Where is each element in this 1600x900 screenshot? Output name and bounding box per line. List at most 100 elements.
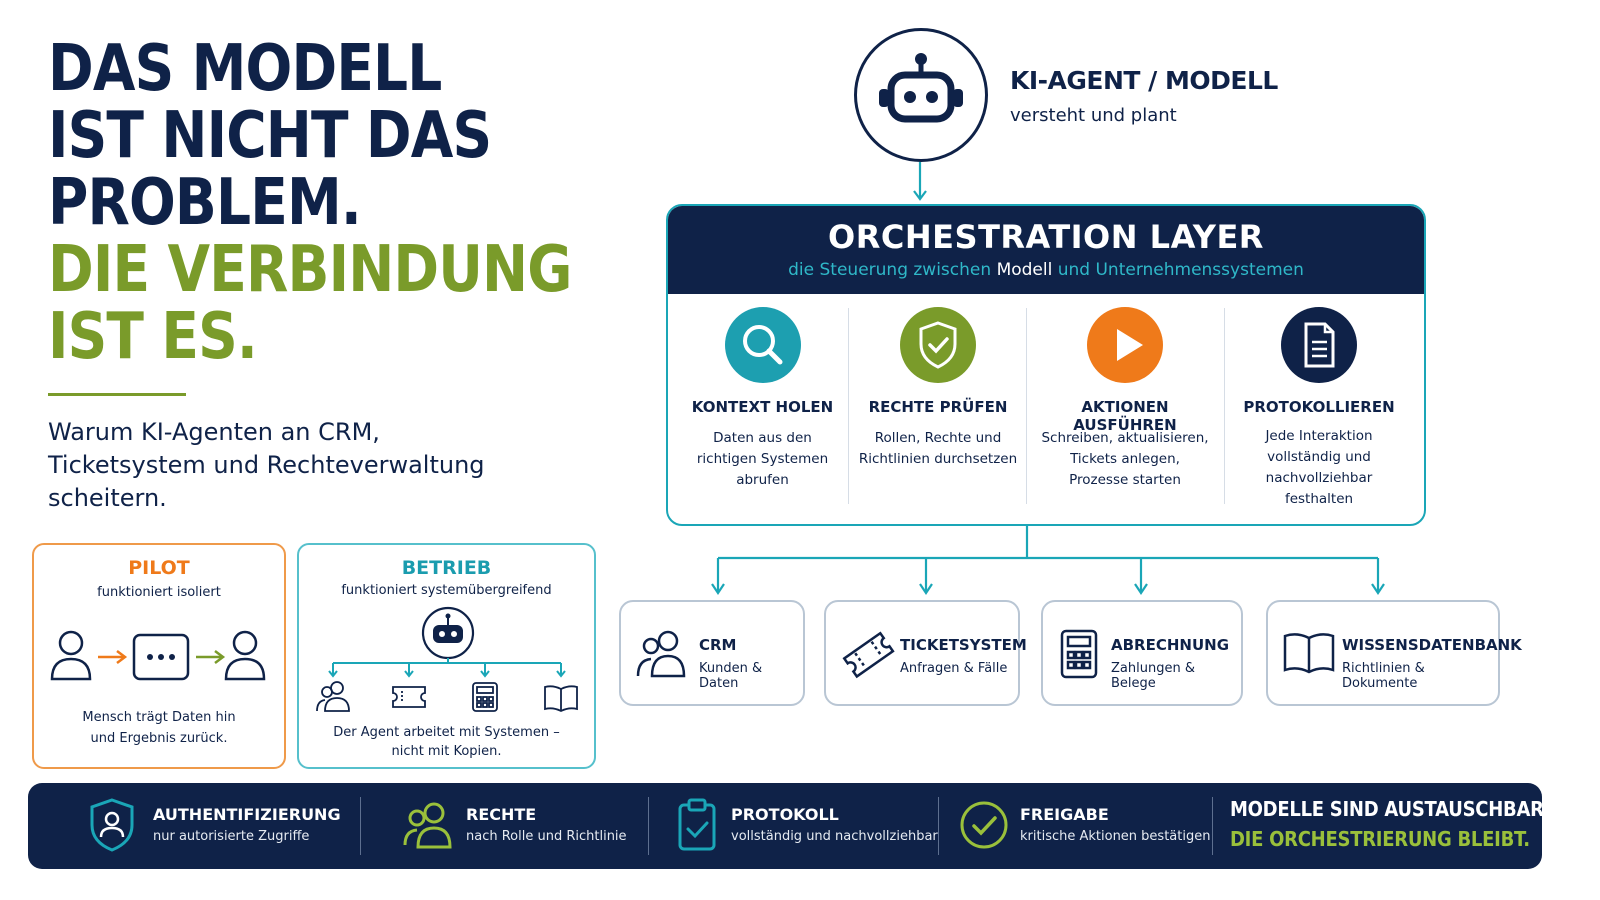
- step-divider: [1026, 308, 1027, 504]
- calculator-icon: [472, 682, 498, 712]
- clipboard-check-icon: [678, 798, 716, 851]
- orchestration-subtitle-part-2: und Unternehmenssystemen: [1052, 260, 1304, 280]
- ticket-icon: [392, 686, 426, 708]
- step-desc-line: Jede Interaktion: [1265, 428, 1373, 444]
- headline-line-5: IST ES.: [48, 300, 258, 374]
- document-icon: [1281, 307, 1357, 383]
- betrieb-footer-1: Der Agent arbeitet mit Systemen –: [333, 725, 560, 740]
- agent-title: KI-AGENT / MODELL: [1010, 66, 1278, 95]
- pilot-flow-diagram: [50, 630, 266, 681]
- step-protokollieren: PROTOKOLLIEREN Jede Interaktion vollstän…: [1228, 0, 1410, 520]
- orchestration-subtitle: die Steuerung zwischen Modell und Untern…: [668, 260, 1424, 280]
- step-divider: [1224, 308, 1225, 504]
- step-desc-line: nachvollziehbar: [1265, 470, 1373, 486]
- headline-line-3: PROBLEM.: [48, 166, 362, 240]
- system-subtitle: Anfragen & Fälle: [900, 661, 1008, 676]
- connector-lines: [328, 658, 566, 678]
- orchestration-subtitle-highlight: Modell: [996, 260, 1053, 280]
- users-icon: [636, 630, 686, 678]
- bar-final-line-1: MODELLE SIND AUSTAUSCHBAR.: [1230, 797, 1551, 821]
- bar-divider: [938, 797, 939, 855]
- bar-divider: [648, 797, 649, 855]
- step-desc-line: Rollen, Rechte und: [874, 430, 1002, 446]
- system-wissensdatenbank: WISSENSDATENBANK Richtlinien & Dokumente: [1266, 600, 1522, 706]
- step-title: PROTOKOLLIEREN: [1243, 398, 1395, 416]
- arrow-right-icon: [196, 650, 226, 664]
- users-icon: [403, 802, 452, 849]
- pilot-footer-1: Mensch trägt Daten hin: [82, 710, 236, 725]
- pilot-subtitle: funktioniert isoliert: [97, 585, 221, 600]
- orchestration-title: ORCHESTRATION LAYER: [828, 218, 1264, 256]
- step-desc-line: Richtlinien durchsetzen: [858, 451, 1018, 467]
- system-ticketsystem: TICKETSYSTEM Anfragen & Fälle: [824, 600, 1027, 706]
- step-desc-line: Prozesse starten: [1069, 472, 1181, 488]
- step-desc-line: abrufen: [736, 472, 789, 488]
- bar-item-title: FREIGABE: [1020, 805, 1109, 824]
- system-crm: CRM Kunden & Daten: [619, 600, 805, 706]
- system-title: WISSENSDATENBANK: [1342, 636, 1522, 654]
- betrieb-network-diagram: [316, 606, 578, 713]
- play-icon: [1087, 307, 1163, 383]
- betrieb-card: BETRIEB funktioniert systemübergreifend: [297, 543, 596, 769]
- arrow-right-icon: [98, 650, 128, 664]
- shield-user-icon: [90, 798, 134, 852]
- robot-icon: [421, 606, 475, 660]
- pilot-card: PILOT funktioniert isoliert Mensch trägt…: [32, 543, 286, 769]
- step-divider: [848, 308, 849, 504]
- bar-item-title: PROTOKOLL: [731, 805, 839, 824]
- system-title: ABRECHNUNG: [1111, 636, 1230, 654]
- step-desc-line: festhalten: [1284, 491, 1354, 507]
- system-abrechnung: ABRECHNUNG Zahlungen & Belege: [1041, 600, 1243, 706]
- step-desc-line: Schreiben, aktualisieren,: [1041, 430, 1209, 446]
- agent-subtitle: versteht und plant: [1010, 105, 1177, 126]
- check-circle-icon: [960, 801, 1008, 849]
- step-desc-line: Tickets anlegen,: [1070, 451, 1180, 467]
- person-icon: [50, 630, 92, 681]
- orchestration-subtitle-part-1: die Steuerung zwischen: [788, 260, 997, 280]
- chat-bubble-icon: [132, 633, 190, 681]
- system-connectors: [711, 524, 1385, 595]
- step-aktionen-ausfuehren: AKTIONEN AUSFÜHREN Schreiben, aktualisie…: [1028, 0, 1222, 520]
- page-subtitle: Warum KI-Agenten an CRM, Ticketsystem un…: [48, 418, 485, 512]
- headline-line-1: DAS MODELL: [48, 32, 442, 106]
- step-desc-line: Daten aus den: [713, 430, 812, 446]
- bar-divider: [360, 797, 361, 855]
- book-icon: [1283, 633, 1335, 674]
- bar-item-title: AUTHENTIFIZIERUNG: [153, 805, 341, 824]
- system-subtitle: Zahlungen & Belege: [1111, 661, 1195, 691]
- system-title: CRM: [699, 636, 737, 654]
- search-icon: [725, 307, 801, 383]
- step-kontext-holen: KONTEXT HOLEN Daten aus den richtigen Sy…: [680, 0, 845, 520]
- bar-divider: [1212, 797, 1213, 855]
- system-subtitle: Richtlinien & Dokumente: [1342, 661, 1425, 691]
- robot-icon: [879, 53, 963, 123]
- agent-arrow: [913, 162, 927, 201]
- pilot-title: PILOT: [128, 557, 190, 579]
- users-icon: [316, 681, 350, 712]
- calculator-icon: [1060, 629, 1098, 679]
- step-title: AKTIONEN AUSFÜHREN: [1073, 398, 1177, 434]
- step-rechte-pruefen: RECHTE PRÜFEN Rollen, Rechte und Richtli…: [852, 0, 1024, 520]
- system-subtitle: Kunden & Daten: [699, 661, 763, 691]
- bar-item-subtitle: nur autorisierte Zugriffe: [153, 829, 310, 844]
- bar-item-subtitle: kritische Aktionen bestätigen: [1020, 829, 1211, 844]
- system-title: TICKETSYSTEM: [900, 636, 1027, 654]
- step-title: KONTEXT HOLEN: [691, 398, 834, 416]
- orchestration-header: ORCHESTRATION LAYER die Steuerung zwisch…: [668, 206, 1424, 294]
- agent-circle: [854, 28, 988, 162]
- book-icon: [544, 685, 578, 713]
- bar-final-line-2: DIE ORCHESTRIERUNG BLEIBT.: [1230, 827, 1530, 851]
- step-title: RECHTE PRÜFEN: [868, 398, 1008, 416]
- step-desc-line: vollständig und: [1267, 449, 1371, 465]
- step-desc-line: richtigen Systemen: [696, 451, 829, 467]
- bottom-bar: AUTHENTIFIZIERUNG nur autorisierte Zugri…: [28, 783, 1551, 869]
- bar-item-subtitle: vollständig und nachvollziehbar: [731, 829, 938, 844]
- person-icon: [224, 630, 266, 681]
- betrieb-footer-2: nicht mit Kopien.: [391, 744, 502, 759]
- headline-line-2: IST NICHT DAS: [48, 99, 492, 173]
- betrieb-title: BETRIEB: [401, 557, 492, 579]
- headline-divider: [48, 393, 186, 396]
- bar-item-subtitle: nach Rolle und Richtlinie: [466, 829, 627, 844]
- pilot-footer-2: und Ergebnis zurück.: [90, 731, 228, 746]
- shield-check-icon: [900, 307, 976, 383]
